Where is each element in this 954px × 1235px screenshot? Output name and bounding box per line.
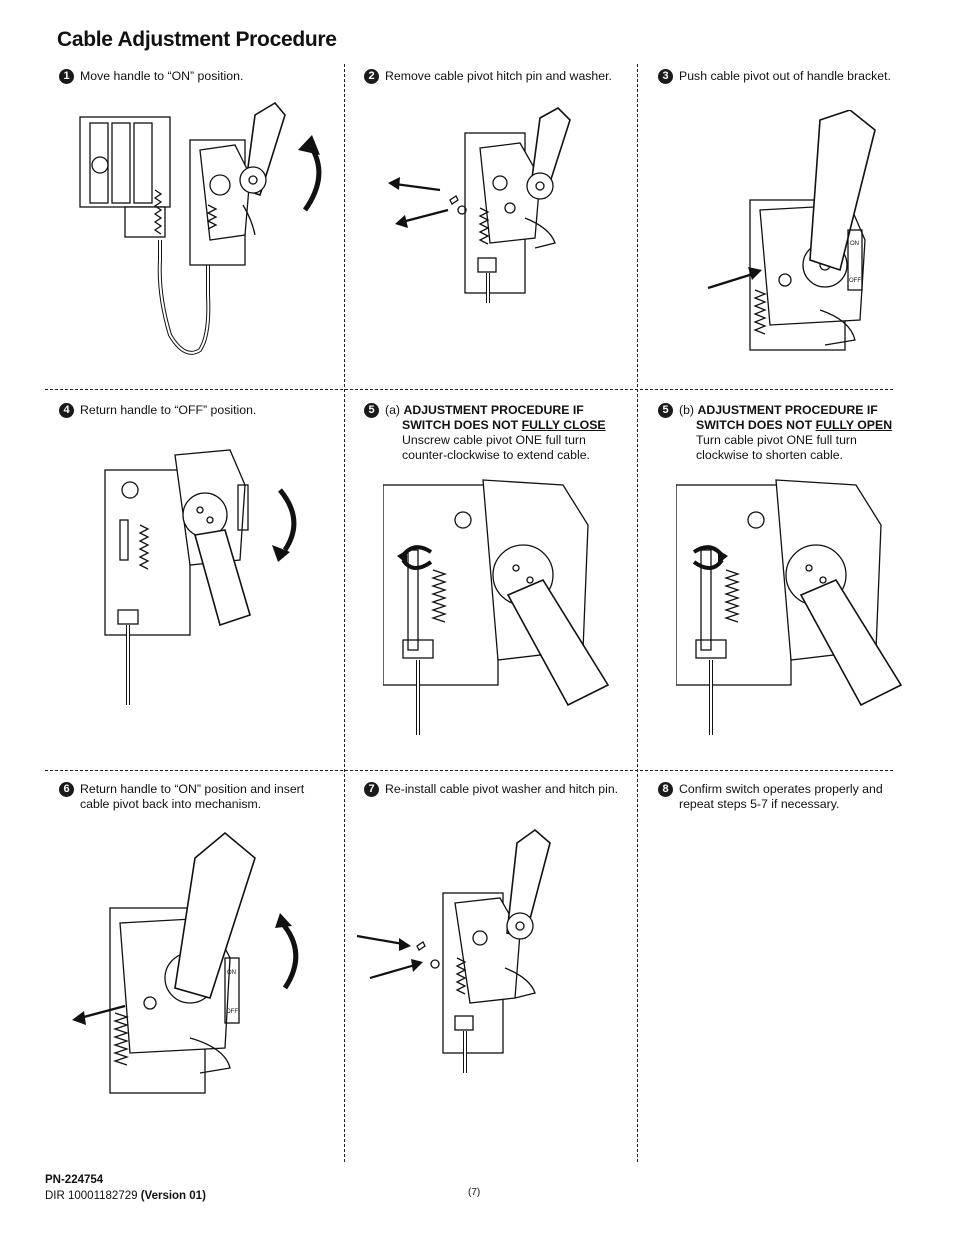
step-number: 1	[59, 69, 74, 84]
step-6: 6 Return handle to “ON” position and ins…	[59, 782, 339, 812]
divider-vertical-right	[637, 64, 638, 1162]
step-text-line1: Return handle to “ON” position and inser…	[80, 782, 305, 796]
step-text: Re-install cable pivot washer and hitch …	[385, 782, 619, 796]
step-number: 5	[658, 403, 673, 418]
figure-step-3: ON OFF	[707, 110, 876, 351]
figure-step-7	[356, 828, 551, 1073]
step-number: 5	[364, 403, 379, 418]
step-4: 4 Return handle to “OFF” position.	[59, 403, 339, 418]
figure-step-6: ON OFF	[72, 831, 299, 1094]
figure-step-5a	[383, 479, 610, 735]
step-text-line1: Confirm switch operates properly and	[679, 782, 883, 796]
figure-step-5b	[676, 479, 903, 735]
step-heading-line1: ADJUSTMENT PROCEDURE IF	[403, 403, 584, 417]
step-5a: 5 (a) ADJUSTMENT PROCEDURE IF SWITCH DOE…	[364, 403, 634, 463]
step-prefix: (b)	[679, 403, 695, 417]
step-heading-line2: SWITCH DOES NOT	[696, 418, 813, 432]
step-number: 2	[364, 69, 379, 84]
step-2: 2 Remove cable pivot hitch pin and washe…	[364, 69, 634, 84]
page-number: (7)	[468, 1187, 481, 1198]
step-text: Return handle to “OFF” position.	[80, 403, 257, 417]
divider-horizontal-1	[45, 389, 893, 390]
step-heading-emphasis: FULLY OPEN	[815, 418, 893, 432]
step-5b: 5 (b) ADJUSTMENT PROCEDURE IF SWITCH DOE…	[658, 403, 928, 463]
page-title: Cable Adjustment Procedure	[57, 28, 337, 51]
part-number: PN-224754	[45, 1174, 104, 1186]
figure-step-4	[104, 449, 297, 705]
on-marker: ON	[227, 970, 236, 976]
step-body-line2: clockwise to shorten cable.	[696, 448, 843, 462]
divider-vertical-left	[344, 64, 345, 1162]
step-body-line1: Turn cable pivot ONE full turn	[696, 433, 857, 447]
step-3: 3 Push cable pivot out of handle bracket…	[658, 69, 928, 84]
off-marker: OFF	[226, 1009, 238, 1015]
figure-step-1	[79, 101, 322, 355]
step-prefix: (a)	[385, 403, 401, 417]
step-number: 4	[59, 403, 74, 418]
step-text: Remove cable pivot hitch pin and washer.	[385, 69, 612, 83]
step-heading-emphasis: FULLY CLOSE	[521, 418, 606, 432]
step-number: 7	[364, 782, 379, 797]
step-number: 6	[59, 782, 74, 797]
step-heading-line1: ADJUSTMENT PROCEDURE IF	[697, 403, 878, 417]
step-7: 7 Re-install cable pivot washer and hitc…	[364, 782, 634, 797]
step-text: Push cable pivot out of handle bracket.	[679, 69, 891, 83]
step-body-line1: Unscrew cable pivot ONE full turn	[402, 433, 586, 447]
step-heading-line2: SWITCH DOES NOT	[402, 418, 519, 432]
step-8: 8 Confirm switch operates properly and r…	[658, 782, 928, 812]
dir-number: DIR 10001182729	[45, 1190, 138, 1202]
step-text-line2: repeat steps 5-7 if necessary.	[679, 797, 840, 811]
version: (Version 01)	[140, 1190, 206, 1202]
divider-horizontal-2	[45, 770, 893, 771]
step-text: Move handle to “ON” position.	[80, 69, 244, 83]
document-id: DIR 10001182729 (Version 01)	[45, 1190, 206, 1202]
step-number: 8	[658, 782, 673, 797]
figure-step-2	[388, 107, 571, 303]
on-marker: ON	[850, 241, 859, 247]
step-1: 1 Move handle to “ON” position.	[59, 69, 339, 84]
step-body-line2: counter-clockwise to extend cable.	[402, 448, 590, 462]
off-marker: OFF	[849, 278, 861, 284]
step-text-line2: cable pivot back into mechanism.	[80, 797, 262, 811]
step-number: 3	[658, 69, 673, 84]
